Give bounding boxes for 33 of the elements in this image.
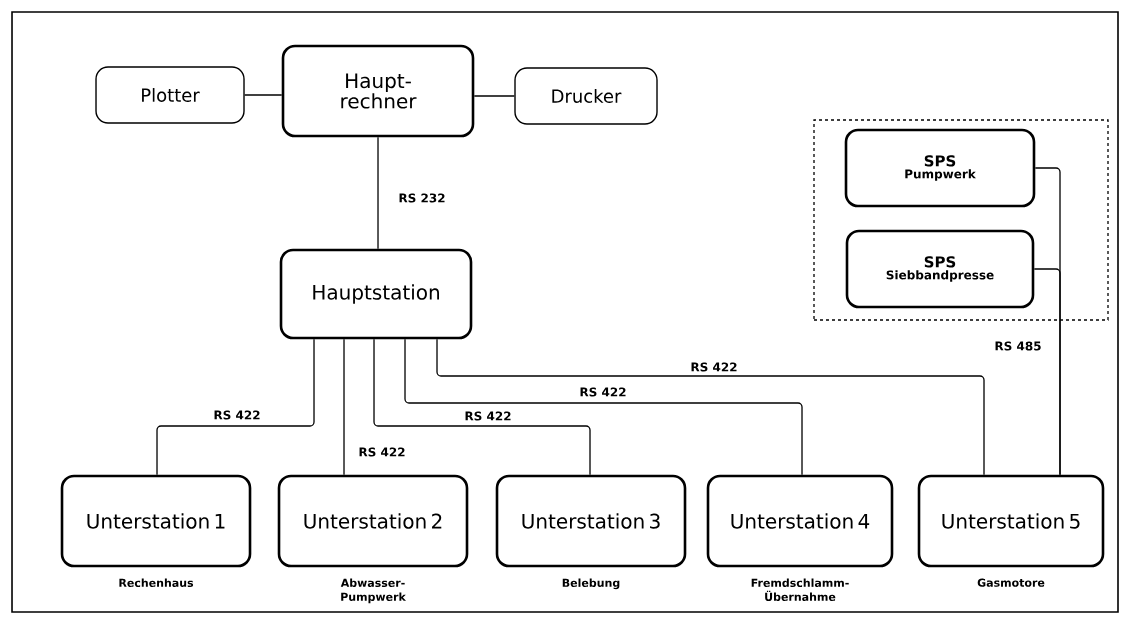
device-box: Drucker bbox=[514, 67, 658, 125]
device-box: Plotter bbox=[95, 66, 245, 124]
caption-text: Gasmotore bbox=[977, 578, 1045, 587]
connector-line bbox=[1033, 268, 1061, 476]
connector-line bbox=[436, 338, 985, 476]
edge-label: RS 422 bbox=[689, 361, 739, 373]
station-box: Unterstation 4 bbox=[706, 474, 894, 568]
edge-label: RS 422 bbox=[578, 386, 628, 398]
caption-text: Belebung bbox=[562, 578, 620, 590]
connector-line bbox=[404, 338, 803, 476]
connector-line bbox=[377, 136, 379, 250]
connector-line bbox=[156, 338, 315, 476]
edge-label: RS 422 bbox=[463, 410, 513, 422]
caption-text: Abwasser- Pumpwerk bbox=[340, 578, 406, 604]
station-box: Hauptstation bbox=[279, 248, 473, 340]
controller-box: SPS Pumpwerk bbox=[844, 128, 1036, 208]
connector-line bbox=[373, 338, 591, 476]
station-box: Unterstation 1 bbox=[60, 474, 252, 568]
connector-line bbox=[473, 95, 515, 97]
controller-box: SPS Siebbandpresse bbox=[845, 229, 1035, 309]
station-box: Unterstation 3 bbox=[495, 474, 687, 568]
station-box: Haupt- rechner bbox=[281, 44, 475, 138]
edge-label: RS 422 bbox=[357, 446, 407, 458]
station-box: Unterstation 2 bbox=[277, 474, 469, 568]
connector-line bbox=[343, 338, 345, 476]
caption-text: Fremdschlamm- Übernahme bbox=[751, 578, 849, 601]
edge-label: RS 422 bbox=[212, 409, 262, 421]
edge-label: RS 232 bbox=[397, 192, 447, 204]
dashed-group-box bbox=[813, 119, 1109, 321]
caption-text: Rechenhaus bbox=[119, 578, 194, 587]
connector-line bbox=[244, 94, 283, 96]
station-box: Unterstation 5 bbox=[917, 474, 1105, 568]
edge-label: RS 485 bbox=[993, 340, 1043, 352]
